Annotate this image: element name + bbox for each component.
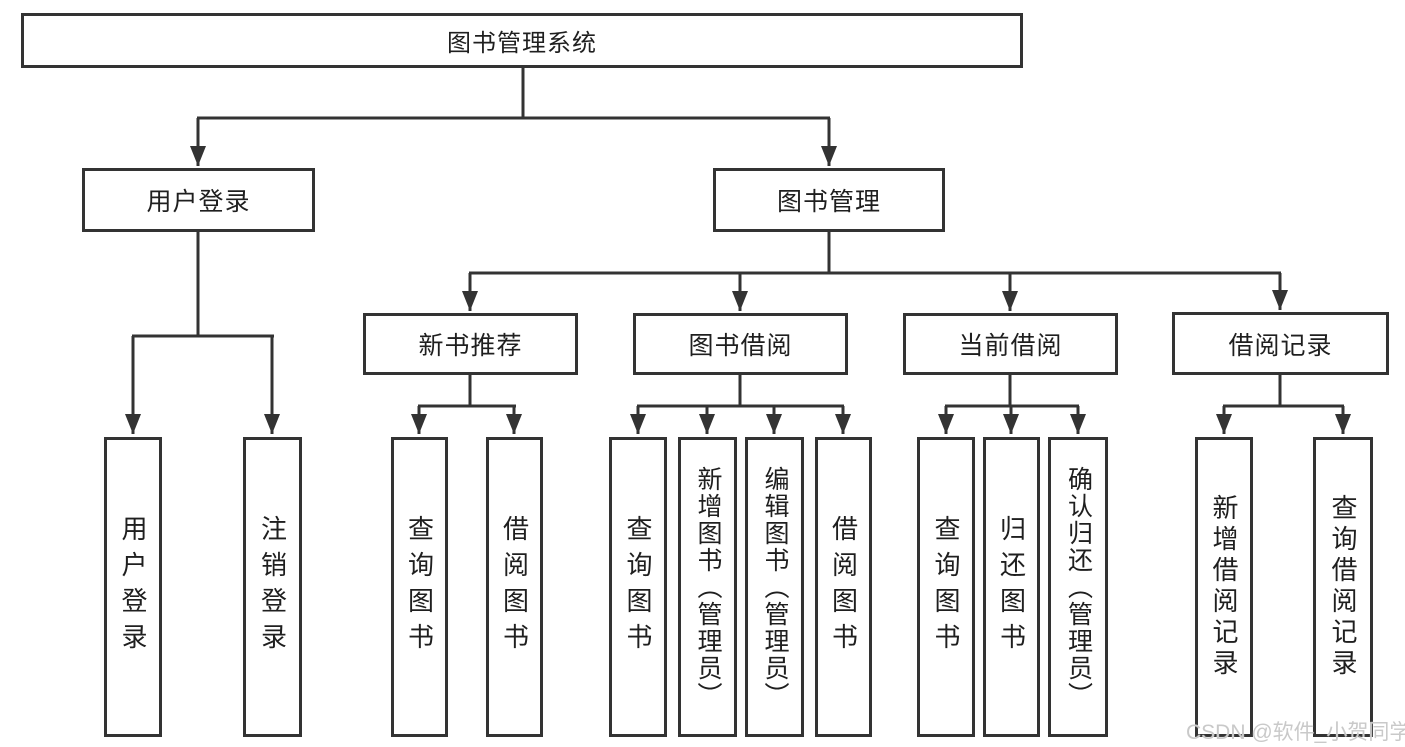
node-book-management: 图书管理 xyxy=(713,168,945,232)
node-logout: 注销登录 xyxy=(243,437,302,737)
node-borrowing-records-label: 借阅记录 xyxy=(1228,331,1333,360)
node-new-book-recommendation: 新书推荐 xyxy=(363,313,578,375)
node-user-login-label: 用户登录 xyxy=(146,188,251,216)
node-bb-add-books-admin-label: 新增图书（管理员） xyxy=(694,465,722,709)
node-nb-query-books: 查询图书 xyxy=(391,437,448,737)
node-cb-return-books: 归还图书 xyxy=(983,437,1040,737)
node-current-borrowing-label: 当前借阅 xyxy=(958,332,1063,360)
node-bb-query-books: 查询图书 xyxy=(609,437,667,737)
node-user-login: 用户登录 xyxy=(82,168,315,232)
node-nb-query-books-label: 查询图书 xyxy=(404,515,435,659)
node-root-label: 图书管理系统 xyxy=(447,30,597,57)
node-nb-borrow-books-label: 借阅图书 xyxy=(499,515,530,659)
node-bb-borrow-books: 借阅图书 xyxy=(815,437,872,737)
node-cb-return-books-label: 归还图书 xyxy=(996,515,1027,659)
node-user-login-leaf-label: 用户登录 xyxy=(118,515,148,659)
node-book-management-label: 图书管理 xyxy=(776,188,881,216)
node-logout-label: 注销登录 xyxy=(257,515,288,659)
csdn-watermark: CSDN @软件_小贺同学 xyxy=(1186,721,1405,744)
node-br-add-record-label: 新增借阅记录 xyxy=(1209,494,1239,680)
node-user-login-leaf: 用户登录 xyxy=(104,437,162,737)
node-borrowing-records: 借阅记录 xyxy=(1172,312,1389,375)
node-new-book-recommendation-label: 新书推荐 xyxy=(418,332,523,360)
node-cb-confirm-return-admin-label: 确认归还（管理员） xyxy=(1064,465,1093,709)
node-bb-add-books-admin: 新增图书（管理员） xyxy=(678,437,737,737)
node-cb-query-books: 查询图书 xyxy=(917,437,975,737)
node-br-add-record: 新增借阅记录 xyxy=(1195,437,1253,737)
node-root: 图书管理系统 xyxy=(21,13,1023,68)
node-br-query-record-label: 查询借阅记录 xyxy=(1328,494,1358,680)
node-nb-borrow-books: 借阅图书 xyxy=(486,437,543,737)
node-book-borrowing-label: 图书借阅 xyxy=(688,332,793,360)
node-book-borrowing: 图书借阅 xyxy=(633,313,848,375)
node-bb-edit-books-admin-label: 编辑图书（管理员） xyxy=(761,465,789,709)
node-current-borrowing: 当前借阅 xyxy=(903,313,1118,375)
node-bb-edit-books-admin: 编辑图书（管理员） xyxy=(745,437,804,737)
node-bb-query-books-label: 查询图书 xyxy=(623,515,653,659)
node-br-query-record: 查询借阅记录 xyxy=(1313,437,1373,737)
node-cb-confirm-return-admin: 确认归还（管理员） xyxy=(1048,437,1108,737)
node-bb-borrow-books-label: 借阅图书 xyxy=(828,515,859,659)
node-cb-query-books-label: 查询图书 xyxy=(931,515,961,659)
